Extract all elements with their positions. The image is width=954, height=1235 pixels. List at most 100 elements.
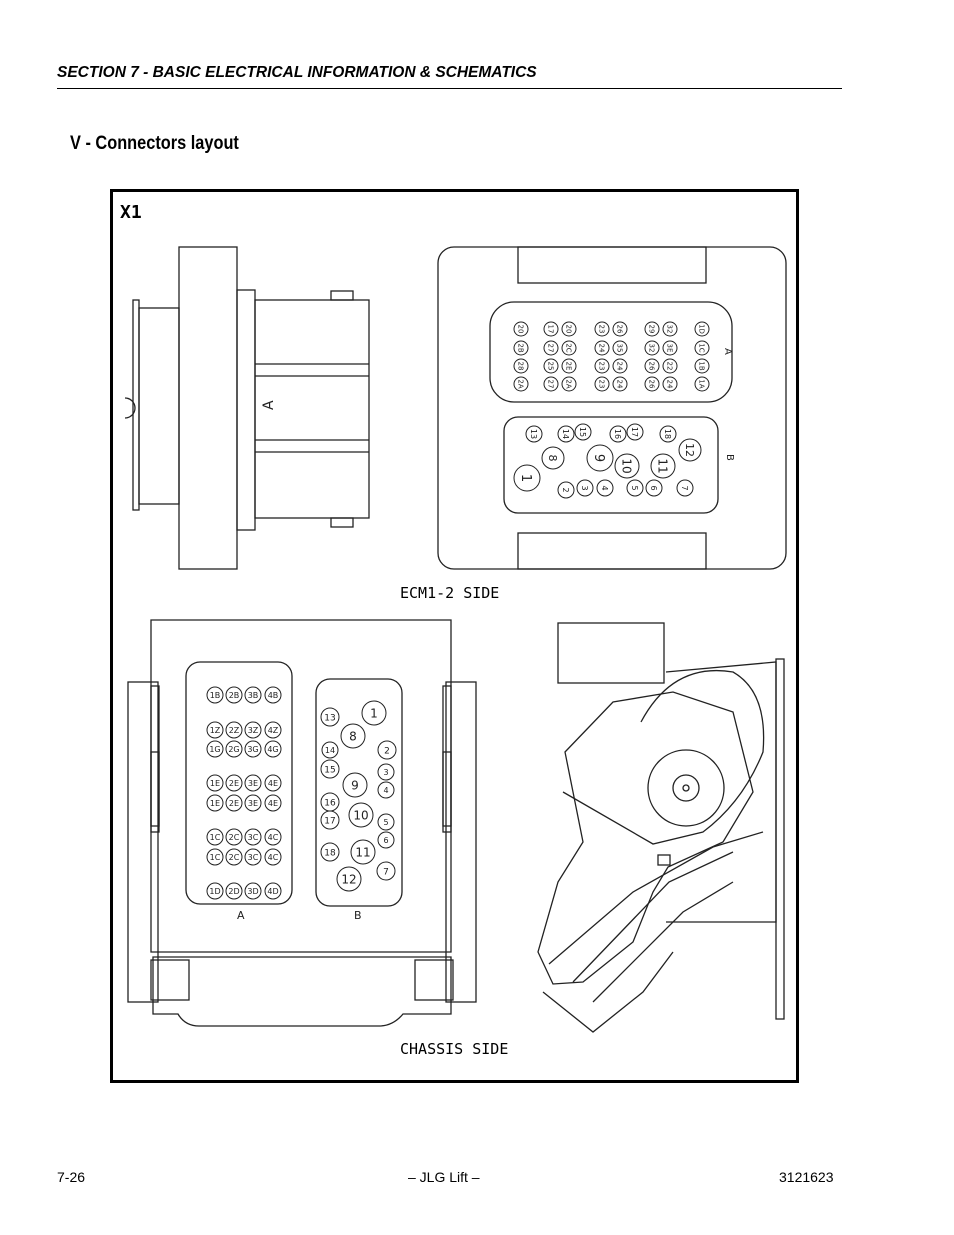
ecm-a-pin-label: 1D [697, 324, 705, 334]
ecm-a-pin-label: 2A [516, 379, 524, 388]
ecm-b-pin: 12 [678, 438, 702, 462]
ecm-b-pin: 13 [525, 425, 543, 443]
ecm-b-pin: 6 [645, 479, 663, 497]
ecm-b-pin: 9 [586, 444, 614, 472]
chassis-b-pin-label: 1 [370, 707, 378, 721]
ecm-a-pin-label: 32 [665, 325, 673, 334]
ecm-a-pin: 3E [662, 340, 678, 356]
ecm-a-pin-label: 23 [597, 325, 605, 334]
chassis-a-pin-label: 3E [248, 779, 258, 788]
ecm-a-pin-label: 26 [615, 325, 623, 334]
chassis-a-pin-label: 2D [228, 887, 239, 896]
ecm-a-pin-label: 1B [697, 361, 705, 370]
chassis-a-pin: 2E [225, 774, 243, 792]
ecm-a-pin-label: 2A [564, 379, 572, 388]
chassis-a-pin: 2G [225, 740, 243, 758]
ecm-a-row-label: A [722, 348, 733, 355]
chassis-a-pin: 1Z [206, 721, 224, 739]
ecm-a-pin-label: 23 [597, 362, 605, 371]
chassis-a-pin-label: 3E [248, 799, 258, 808]
ecm-a-pin: 24 [612, 376, 628, 392]
chassis-b-pin-label: 10 [353, 809, 368, 823]
ecm-a-pin: 2E [561, 358, 577, 374]
chassis-b-pin-label: 8 [349, 730, 357, 744]
chassis-a-pin: 3E [244, 794, 262, 812]
ecm-a-pin-label: 26 [647, 380, 655, 389]
chassis-a-pin-label: 1E [210, 799, 220, 808]
chassis-a-pin-label: 2C [229, 853, 240, 862]
chassis-b-pin-label: 6 [383, 836, 388, 845]
chassis-a-pin: 3B [244, 686, 262, 704]
ecm-a-pin: 35 [612, 340, 628, 356]
chassis-a-pin: 3Z [244, 721, 262, 739]
ecm-a-pin-label: 2C [564, 343, 572, 352]
chassis-a-pin: 3E [244, 774, 262, 792]
ecm-a-pin: 29 [644, 321, 660, 337]
ecm-a-pin: 20 [561, 321, 577, 337]
chassis-a-pin: 2D [225, 882, 243, 900]
chassis-a-pin-label: 2C [229, 833, 240, 842]
ecm-b-pin: 4 [596, 479, 614, 497]
ecm-b-pin: 10 [614, 453, 640, 479]
ecm-b-pin-label: 5 [630, 485, 639, 490]
chassis-a-pin: 1E [206, 794, 224, 812]
chassis-b-pin: 14 [321, 741, 339, 759]
ecm-a-pin-label: 2B [516, 343, 524, 352]
ecm-b-pin-label: 9 [591, 454, 606, 462]
ecm-a-pin: 23 [594, 376, 610, 392]
ecm-b-pin-label: 16 [613, 429, 622, 439]
chassis-a-pin-label: 3C [248, 853, 259, 862]
chassis-a-col-label: A [237, 909, 245, 922]
ecm-a-pin-label: 3E [665, 344, 673, 353]
ecm-b-pin-label: 4 [600, 485, 609, 490]
ecm-b-pin-label: 6 [649, 485, 658, 490]
chassis-a-pin-label: 2Z [229, 726, 240, 735]
ecm-a-pin-label: 20 [564, 325, 572, 334]
ecm-b-pin: 15 [574, 423, 592, 441]
chassis-a-pin-label: 4B [268, 691, 279, 700]
ecm-a-pin: 23 [594, 321, 610, 337]
ecm-b-pin: 16 [609, 425, 627, 443]
ecm-b-pin: 17 [626, 423, 644, 441]
ecm-a-pin: 24 [594, 340, 610, 356]
ecm-a-pin-label: 28 [516, 362, 524, 371]
ecm-a-pin-label: 17 [546, 325, 554, 334]
chassis-a-pin-label: 1B [210, 691, 221, 700]
chassis-b-pin-label: 15 [324, 765, 335, 775]
ecm-b-pin: 14 [557, 425, 575, 443]
chassis-a-pin: 4C [264, 848, 282, 866]
chassis-a-pin-label: 3G [247, 745, 258, 754]
chassis-a-pin-label: 2E [229, 779, 239, 788]
ecm-a-pin: 2C [561, 340, 577, 356]
ecm-side-caption: ECM1-2 SIDE [400, 584, 500, 602]
ecm-a-pin-label: 2E [564, 362, 572, 371]
chassis-b-pin: 16 [320, 792, 340, 812]
ecm-a-pin: 26 [612, 321, 628, 337]
chassis-a-pin: 4E [264, 774, 282, 792]
ecm-a-pin: 24 [612, 358, 628, 374]
ecm-a-pin: 26 [644, 376, 660, 392]
ecm-b-pin-label: 15 [578, 427, 587, 437]
chassis-a-pin: 3C [244, 848, 262, 866]
chassis-a-pin: 4D [264, 882, 282, 900]
ecm-a-pin-label: 24 [615, 380, 623, 389]
ecm-a-pin: 32 [662, 321, 678, 337]
page-title: V - Connectors layout [70, 133, 239, 154]
ecm-a-pin: 2B [513, 340, 529, 356]
ecm-b-pin-label: 7 [680, 485, 689, 490]
chassis-a-pin: 1C [206, 848, 224, 866]
chassis-a-pin: 4G [264, 740, 282, 758]
ecm-b-pin: 11 [650, 453, 676, 479]
ecm-b-pin-label: 3 [580, 485, 589, 490]
chassis-a-pin: 3G [244, 740, 262, 758]
ecm-b-pin: 18 [659, 425, 677, 443]
chassis-a-pin-label: 3B [248, 691, 259, 700]
ecm-b-pin-label: 14 [561, 429, 570, 439]
doc-number: 3121623 [779, 1169, 834, 1185]
chassis-side-caption: CHASSIS SIDE [400, 1040, 509, 1058]
chassis-a-pin: 1E [206, 774, 224, 792]
chassis-a-pin-label: 4Z [268, 726, 279, 735]
